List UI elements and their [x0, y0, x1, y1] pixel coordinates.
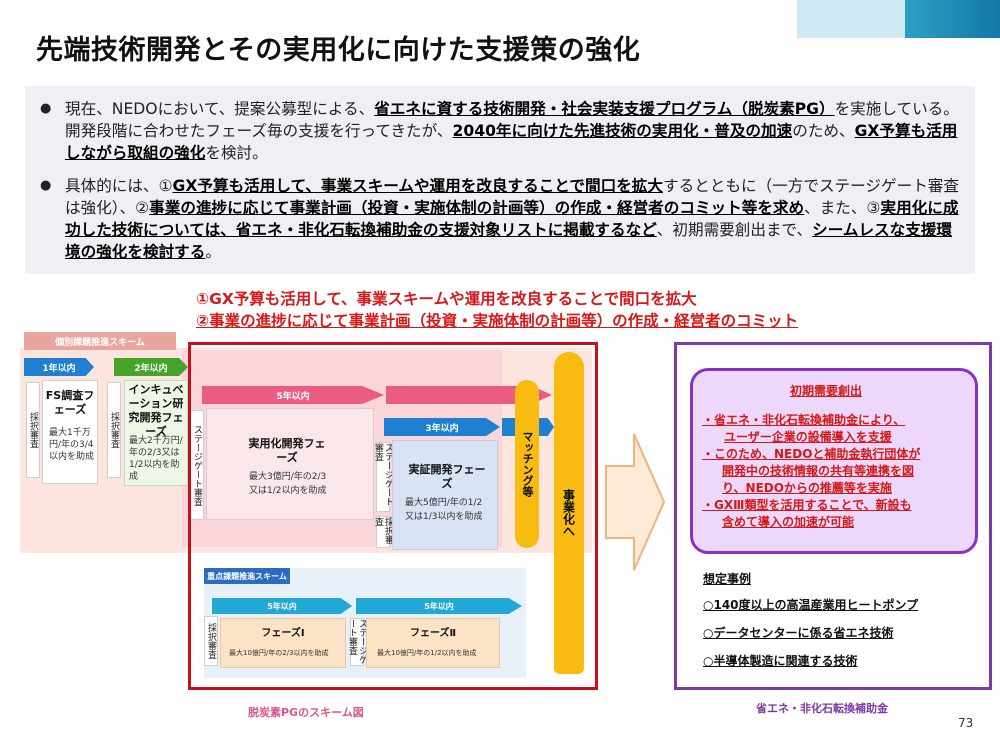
bullet-icon: ●: [40, 101, 52, 116]
scheme-red-frame: [188, 342, 598, 690]
initial-demand-box: [690, 368, 978, 554]
fs-phase-desc: 最大1千万円/年の3/4以内を助成: [49, 428, 95, 462]
incubation-phase-title: インキュベーション研究開発フェーズ: [128, 383, 184, 438]
review-label-jissho: 採択審査: [373, 516, 393, 548]
review-label-fs: 採択審査: [26, 382, 40, 478]
case-3: ○半導体製造に関連する技術: [703, 654, 858, 668]
phase-1-title: フェーズⅠ: [261, 628, 305, 639]
summary-box: [25, 86, 975, 274]
subsidy-purple-frame: [674, 342, 992, 690]
sub-scheme-tab: 重点課題推進スキーム: [204, 568, 290, 584]
corner-decoration-dark: [905, 0, 1000, 38]
sub-arrow-2: 5年以内: [356, 598, 522, 614]
scheme-caption: 脱炭素PGのスキーム図: [248, 706, 364, 719]
headline-2: ②事業の進捗に応じて事業計画（投資・実施体制の計画等）の作成・経営者のコミット: [196, 312, 799, 330]
incubation-phase-box: インキュベーション研究開発フェーズ 最大2千万円/年の2/3又は1/2以内を助成: [124, 380, 188, 486]
cases-title: 想定事例: [703, 572, 752, 586]
arrow-5-year: 5年以内: [202, 386, 384, 404]
arrow-3-year: 3年以内: [384, 418, 500, 436]
fs-phase-box: FS調査フェーズ 最大1千万円/年の3/4以内を助成: [42, 380, 98, 484]
subsidy-caption: 省エネ・非化石転換補助金: [756, 702, 888, 715]
transition-arrow-icon: [605, 433, 666, 571]
jissho-phase-desc-2: 又は1/3以内を助成: [405, 512, 483, 522]
jitsuyo-phase-box: 実用化開発フェーズ 最大3億円/年の2/3 又は1/2以内を助成: [206, 408, 374, 520]
arrow-pink-extension: [386, 386, 552, 404]
headline-1: ①GX予算も活用して、事業スキームや運用を改良することで間口を拡大: [196, 290, 697, 308]
page-title: 先端技術開発とその実用化に向けた支援策の強化: [36, 35, 641, 66]
phase-2-title: フェーズⅡ: [409, 628, 457, 639]
summary-paragraph-2: ● 具体的には、①GX予算も活用して、事業スキームや運用を改良することで間口を拡…: [40, 177, 959, 261]
sub-stagegate-label: ステージゲート審査: [347, 618, 367, 666]
sub-review-label: 採択審査: [204, 616, 218, 666]
phase-2-desc: 最大10億円/年の1/2以内を助成: [377, 649, 477, 657]
jissho-phase-box: 実証開発フェーズ 最大5億円/年の1/2 又は1/3以内を助成: [392, 440, 498, 550]
initial-demand-list: ・省エネ・非化石転換補助金により、 ユーザー企業の設備導入を支援 ・このため、N…: [702, 413, 921, 529]
phase-1-desc: 最大10億円/年の2/3以内を助成: [229, 649, 329, 657]
jitsuyo-phase-desc-1: 最大3億円/年の2/3: [249, 472, 327, 482]
corner-decoration-light: [797, 0, 907, 38]
case-1: ○140度以上の高温産業用ヒートポンプ: [703, 598, 919, 612]
arrow-1-year: 1年以内: [24, 358, 94, 376]
fs-phase-title: FS調査フェーズ: [45, 389, 95, 416]
phase-2-box: フェーズⅡ 最大10億円/年の1/2以内を助成: [366, 618, 500, 668]
jitsuyo-phase-title: 実用化開発フェーズ: [248, 437, 326, 464]
page-number: 73: [958, 716, 974, 730]
jitsuyo-phase-desc-2: 又は1/2以内を助成: [249, 486, 327, 496]
jissho-phase-title: 実証開発フェーズ: [408, 463, 486, 490]
sub-arrow-1: 5年以内: [212, 598, 352, 614]
incubation-phase-desc: 最大2千万円/年の2/3又は1/2以内を助成: [129, 436, 183, 482]
scheme-tab-label: 個別課題推進スキーム: [24, 332, 176, 350]
case-2: ○データセンターに係る省エネ技術: [703, 626, 894, 640]
jissho-phase-desc-1: 最大5億円/年の1/2: [405, 498, 483, 508]
jigyoka-bar: 事業化へ: [554, 352, 584, 674]
initial-demand-title: 初期需要創出: [790, 384, 863, 398]
bullet-icon: ●: [40, 178, 52, 193]
summary-paragraph-1: ● 現在、NEDOにおいて、提案公募型による、省エネに資する技術開発・社会実装支…: [40, 100, 959, 162]
phase-1-box: フェーズⅠ 最大10億円/年の2/3以内を助成: [220, 618, 346, 668]
stagegate-label-2: ステージゲート審査: [373, 442, 393, 512]
arrow-2-year: 2年以内: [114, 358, 188, 376]
matching-bar: マッチング等: [515, 380, 539, 548]
review-label-incu: 採択審査: [107, 382, 121, 478]
